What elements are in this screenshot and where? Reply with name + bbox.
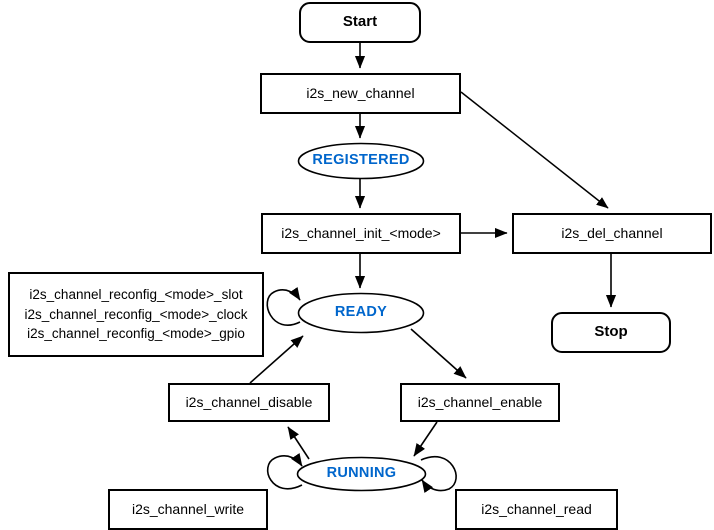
node-i2s-channel-disable[interactable]: i2s_channel_disable (168, 383, 330, 422)
node-i2s-new-channel[interactable]: i2s_new_channel (260, 73, 461, 114)
node-reconfig-line-clock: i2s_channel_reconfig_<mode>_clock (24, 306, 248, 322)
registered-ellipse-shape (297, 142, 425, 180)
node-start[interactable]: Start (299, 2, 421, 43)
edge-channel-enable-to-running (413, 421, 438, 457)
state-running-label: RUNNING (326, 465, 397, 482)
node-i2s-channel-write[interactable]: i2s_channel_write (108, 489, 268, 530)
node-i2s-channel-read[interactable]: i2s_channel_read (455, 489, 618, 530)
edge-ready-to-channel-enable (410, 328, 467, 379)
node-i2s-channel-init-label: i2s_channel_init_<mode> (281, 225, 441, 242)
node-i2s-new-channel-label: i2s_new_channel (306, 85, 415, 102)
node-i2s-channel-write-label: i2s_channel_write (131, 501, 245, 518)
state-ready[interactable]: READY (297, 292, 425, 334)
node-stop[interactable]: Stop (551, 312, 671, 353)
node-i2s-del-channel[interactable]: i2s_del_channel (512, 213, 712, 254)
node-i2s-del-channel-label: i2s_del_channel (561, 225, 663, 242)
node-start-label: Start (342, 13, 378, 31)
node-i2s-channel-enable-label: i2s_channel_enable (417, 394, 543, 411)
node-i2s-channel-enable[interactable]: i2s_channel_enable (400, 383, 560, 422)
node-reconfig-line-slot: i2s_channel_reconfig_<mode>_slot (29, 287, 243, 303)
node-stop-label: Stop (594, 323, 628, 341)
edge-ready-self-loop (266, 287, 301, 326)
state-registered[interactable]: REGISTERED (297, 142, 425, 180)
node-i2s-channel-reconfig[interactable]: i2s_channel_reconfig_<mode>_slot i2s_cha… (8, 272, 264, 357)
edge-running-to-channel-disable (287, 426, 310, 460)
node-i2s-channel-init[interactable]: i2s_channel_init_<mode> (261, 213, 461, 254)
state-running[interactable]: RUNNING (296, 456, 427, 492)
edge-new-channel-to-del-channel (460, 91, 609, 209)
node-i2s-channel-read-label: i2s_channel_read (481, 501, 592, 518)
state-ready-label: READY (334, 304, 388, 321)
node-reconfig-line-gpio: i2s_channel_reconfig_<mode>_gpio (27, 326, 245, 342)
state-registered-label: REGISTERED (312, 152, 410, 169)
node-i2s-channel-disable-label: i2s_channel_disable (185, 394, 313, 411)
